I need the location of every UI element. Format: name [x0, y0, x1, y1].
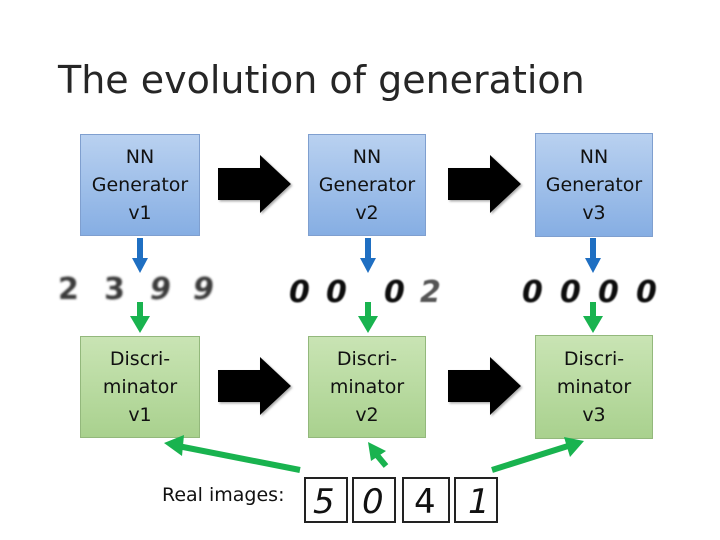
real-image-4: 1 — [468, 482, 490, 522]
blue-arrow-gen2 — [360, 238, 376, 273]
sample-v1-3: 9 — [150, 272, 171, 307]
generated-samples-v3: 0 0 0 0 — [522, 275, 657, 310]
black-arrow-gen-2-3 — [448, 155, 521, 213]
real-images: 5 0 4 1 — [304, 477, 498, 523]
generator-v2-box: NN Generator v2 — [308, 134, 426, 236]
slide-title: The evolution of generation — [58, 58, 585, 102]
sample-v2-2: 0 — [326, 275, 347, 310]
sample-v3-2: 0 — [560, 275, 581, 310]
generated-samples-v2: 0 0 0 2 — [289, 275, 441, 310]
generator-v3-box: NN Generator v3 — [535, 133, 653, 237]
generated-samples-v1: 2 3 9 9 — [58, 272, 214, 307]
green-arrow-disc3 — [583, 302, 603, 333]
green-arrow-real-to-disc1 — [164, 435, 301, 473]
real-image-3: 4 — [414, 482, 436, 522]
sample-v3-4: 0 — [636, 275, 657, 310]
sample-v1-2: 3 — [104, 272, 125, 307]
sample-v2-4: 2 — [420, 275, 441, 310]
black-arrow-disc-1-2 — [218, 357, 291, 415]
sample-v1-4: 9 — [193, 272, 214, 307]
discriminator-v3-box: Discri- minator v3 — [535, 335, 653, 439]
blue-arrow-gen1 — [132, 238, 148, 273]
green-arrow-disc1 — [130, 302, 150, 333]
black-arrow-gen-1-2 — [218, 155, 291, 213]
discriminator-v1-box: Discri- minator v1 — [80, 336, 200, 438]
real-images-label: Real images: — [162, 484, 285, 506]
black-arrow-disc-2-3 — [448, 357, 521, 415]
green-arrow-real-to-disc2 — [368, 442, 389, 468]
sample-v2-3: 0 — [384, 275, 405, 310]
green-arrow-disc2 — [358, 302, 378, 333]
sample-v1-1: 2 — [58, 272, 79, 307]
sample-v2-1: 0 — [289, 275, 310, 310]
sample-v3-1: 0 — [522, 275, 543, 310]
blue-arrow-gen3 — [585, 238, 601, 273]
discriminator-v2-box: Discri- minator v2 — [308, 336, 426, 438]
real-image-2: 0 — [362, 482, 384, 522]
green-arrow-real-to-disc3 — [491, 437, 584, 473]
real-image-1: 5 — [313, 482, 335, 522]
generator-v1-box: NN Generator v1 — [80, 134, 200, 236]
sample-v3-3: 0 — [598, 275, 619, 310]
